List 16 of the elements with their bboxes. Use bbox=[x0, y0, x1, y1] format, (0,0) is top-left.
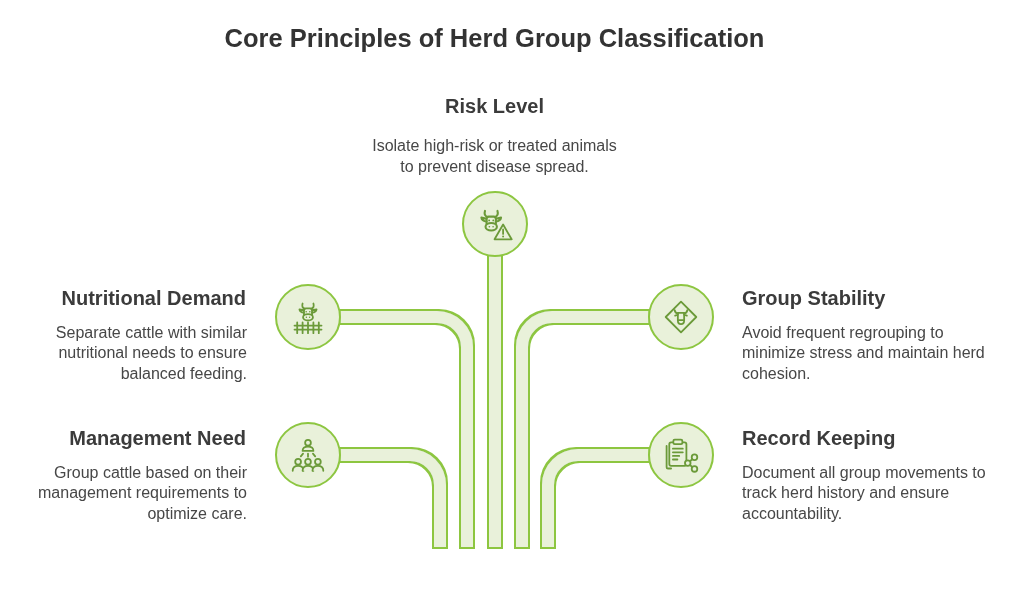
heading: Record Keeping bbox=[742, 426, 896, 450]
description: Avoid frequent regrouping to minimize stress and maintain herd cohesion. bbox=[742, 322, 986, 384]
heading: Risk Level bbox=[445, 94, 544, 118]
pipe-connector bbox=[340, 449, 446, 547]
title: Core Principles of Herd Group Classification bbox=[224, 23, 765, 53]
description: Group cattle based on their management requirements to optimize care. bbox=[37, 462, 247, 524]
pipe-connector bbox=[516, 311, 649, 547]
heading: Group Stability bbox=[742, 286, 886, 310]
heading: Management Need bbox=[69, 426, 246, 450]
description: Document all group movements to track herd history and ensure accountability. bbox=[742, 462, 987, 524]
description: Isolate high-risk or treated animals to prevent disease spread. bbox=[371, 135, 618, 177]
pipe-connector bbox=[542, 449, 649, 547]
description: Separate cattle with similar nutritional needs to ensure balanced feeding. bbox=[54, 322, 247, 384]
heading: Nutritional Demand bbox=[61, 286, 246, 310]
pipe-connector bbox=[340, 311, 473, 547]
pipe-connector bbox=[489, 256, 501, 547]
